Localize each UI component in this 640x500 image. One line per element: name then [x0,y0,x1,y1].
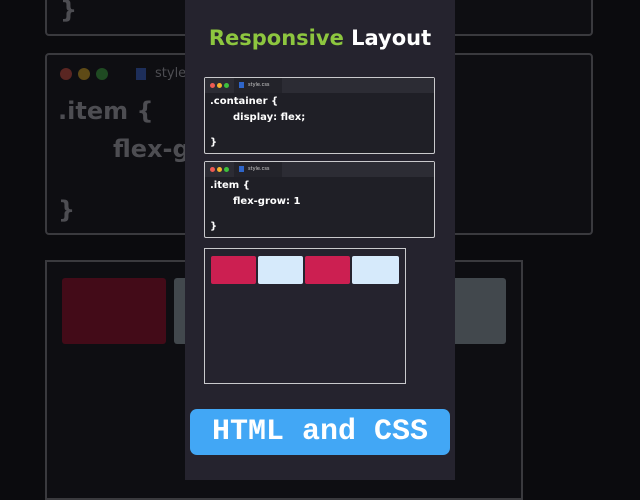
file-tab-label: style.css [248,166,270,172]
flex-item [352,256,399,284]
code-line: .container { [210,96,279,107]
editor-tabbar: style.css [205,78,434,93]
maximize-dot-icon [96,68,108,80]
minimize-dot-icon [78,68,90,80]
page-title: Responsive Layout [185,26,455,50]
flex-item [211,256,256,284]
flex-item [305,256,350,284]
title-rest: Layout [351,26,432,50]
css-file-icon [239,82,244,88]
close-dot-icon [60,68,72,80]
code-line: flex-grow: 1 [233,196,301,207]
editor-tabbar: style.css [205,162,434,177]
css-file-icon [136,68,146,80]
minimize-dot-icon[interactable] [217,83,222,88]
file-tab[interactable]: style.css [234,78,282,93]
file-tab[interactable]: style.css [234,162,282,177]
code-line: .item { [210,180,250,191]
file-tab-label: style.css [248,82,270,88]
close-dot-icon[interactable] [210,167,215,172]
code-line: display: flex; [233,112,306,123]
flex-preview [204,248,406,384]
code-editor-container: style.css .container { display: flex; } [204,77,435,154]
main-panel: Responsive Layout style.css .container {… [185,0,455,480]
title-accent: Responsive [208,26,344,50]
bg-item-red [62,278,166,344]
flex-item [258,256,303,284]
code-line: } [210,137,218,148]
bg-code-line2: flex-g [113,135,190,163]
html-css-banner: HTML and CSS [190,409,450,455]
bg-code-line1: .item { [58,97,154,125]
maximize-dot-icon[interactable] [224,83,229,88]
code-editor-item: style.css .item { flex-grow: 1 } [204,161,435,238]
bg-tab-label: style. [155,66,191,81]
css-file-icon [239,166,244,172]
minimize-dot-icon[interactable] [217,167,222,172]
code-line: } [210,221,218,232]
maximize-dot-icon[interactable] [224,167,229,172]
bg-code-brace: } [58,196,76,224]
close-dot-icon[interactable] [210,83,215,88]
bg-brace-top: } [60,0,78,24]
